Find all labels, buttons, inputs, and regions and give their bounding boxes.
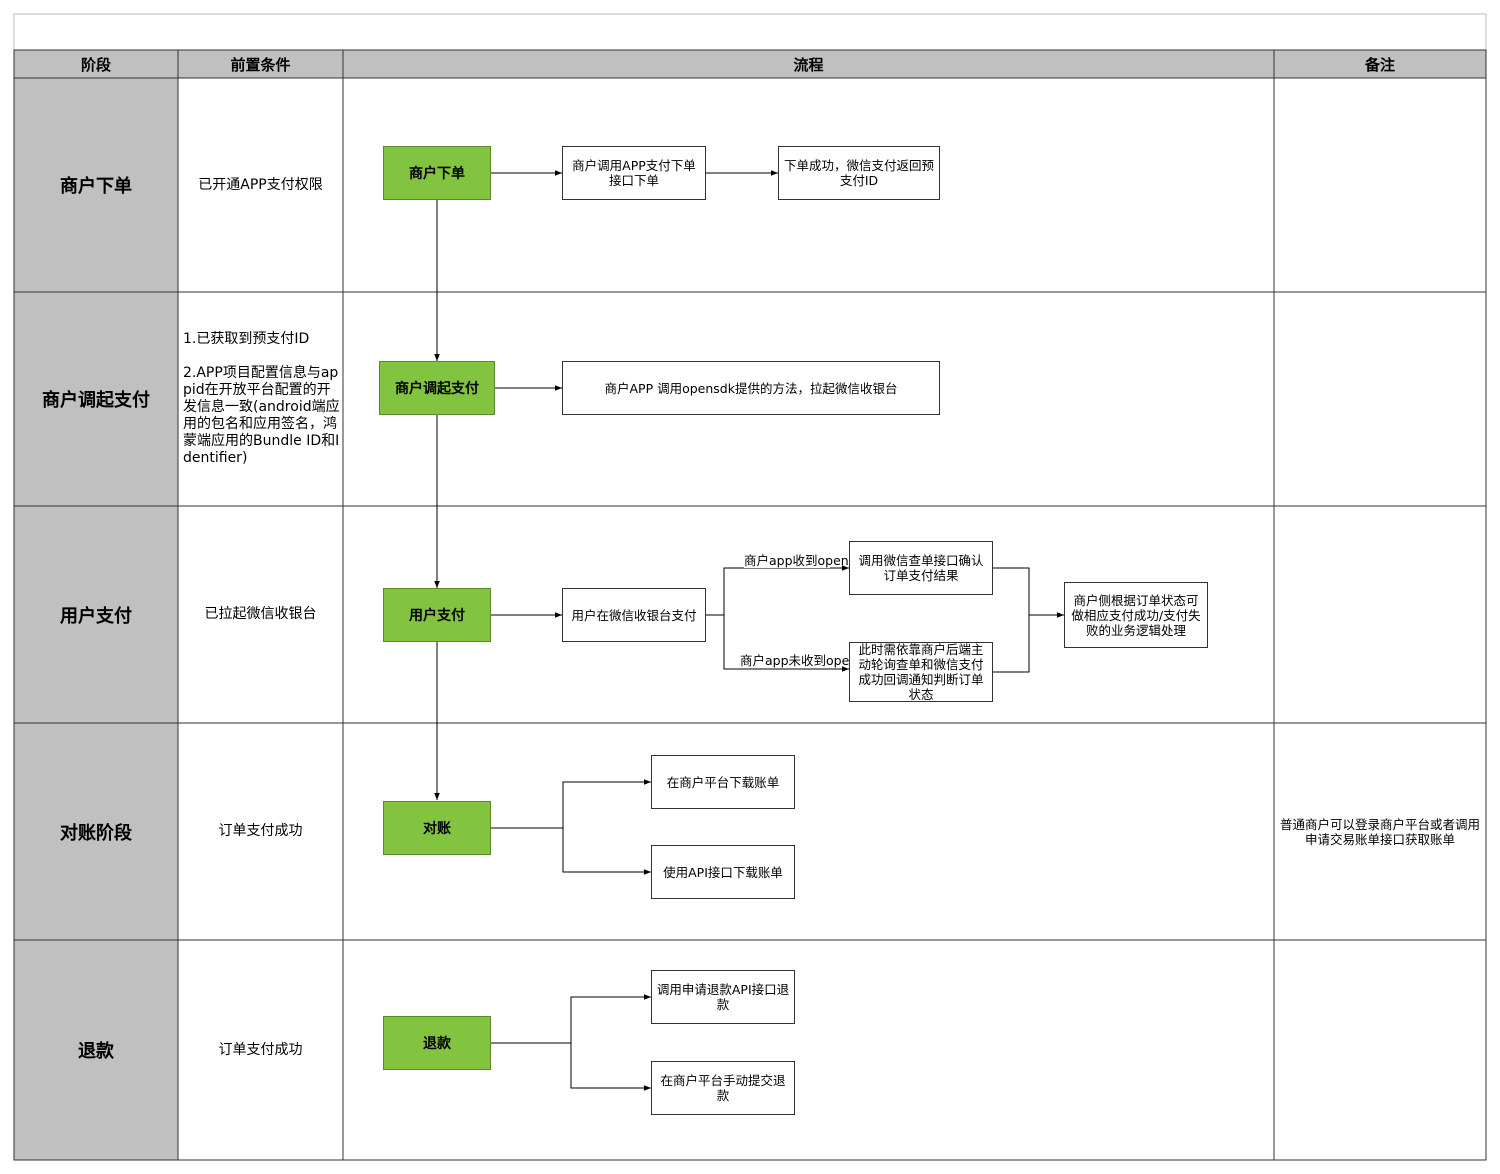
box-invoke-step1: 商户APP 调用opensdk提供的方法，拉起微信收银台 bbox=[562, 361, 940, 415]
remark-reconcile: 普通商户可以登录商户平台或者调用申请交易账单接口获取账单 bbox=[1280, 816, 1481, 847]
header-precondition: 前置条件 bbox=[230, 55, 291, 74]
label-callback-received: 商户app收到opensdk回调 bbox=[744, 553, 896, 568]
header-flow: 流程 bbox=[793, 55, 824, 74]
precondition-invoke-line2: 2.APP项目配置信息与appid在开放平台配置的开发信息一致(android端… bbox=[183, 365, 340, 466]
box-pay-result: 商户侧根据订单状态可做相应支付成功/支付失败的业务逻辑处理 bbox=[1064, 582, 1208, 648]
stage-order: 商户下单 bbox=[60, 176, 132, 197]
arrow-refund-opt1 bbox=[570, 994, 651, 1043]
table-border bbox=[13, 49, 1487, 1161]
stage-refund: 退款 bbox=[78, 1041, 114, 1062]
arrow-refund-opt2 bbox=[570, 1043, 651, 1091]
precondition-refund: 订单支付成功 bbox=[218, 1041, 303, 1058]
box-order-step1: 商户调用APP支付下单接口下单 bbox=[562, 146, 706, 200]
arrow-query-to-result bbox=[993, 567, 1064, 618]
box-pay-query: 调用微信查单接口确认订单支付结果 bbox=[849, 541, 993, 595]
box-reconcile-opt2: 使用API接口下载账单 bbox=[651, 845, 795, 899]
arrow-pay-received bbox=[706, 565, 849, 616]
stage-pay: 用户支付 bbox=[60, 605, 132, 627]
precondition-order: 已开通APP支付权限 bbox=[198, 176, 323, 193]
box-refund-opt2: 在商户平台手动提交退款 bbox=[651, 1061, 795, 1115]
stage-reconcile: 对账阶段 bbox=[60, 822, 132, 844]
arrow-reconcile-opt2 bbox=[562, 828, 651, 875]
box-pay-step1: 用户在微信收银台支付 bbox=[562, 588, 706, 642]
box-refund-opt1: 调用申请退款API接口退款 bbox=[651, 970, 795, 1024]
main-box-reconcile: 对账 bbox=[383, 801, 491, 855]
main-box-order: 商户下单 bbox=[383, 146, 491, 200]
header-row-bg bbox=[13, 49, 1487, 79]
precondition-invoke: 1.已获取到预支付ID 2.APP项目配置信息与appid在开放平台配置的开发信… bbox=[178, 292, 343, 506]
main-box-refund: 退款 bbox=[383, 1016, 491, 1070]
precondition-reconcile: 订单支付成功 bbox=[218, 823, 303, 839]
arrow-reconcile-opt1 bbox=[562, 779, 651, 828]
main-box-invoke: 商户调起支付 bbox=[379, 361, 495, 415]
header-stage: 阶段 bbox=[80, 55, 111, 74]
line-poll-to-result bbox=[993, 615, 1030, 673]
box-reconcile-opt1: 在商户平台下载账单 bbox=[651, 755, 795, 809]
title-bar bbox=[13, 13, 1487, 51]
arrow-pay-not-received bbox=[723, 615, 849, 672]
precondition-invoke-line1: 1.已获取到预支付ID bbox=[183, 331, 310, 347]
main-box-pay: 用户支付 bbox=[383, 588, 491, 642]
header-remark: 备注 bbox=[1364, 55, 1395, 74]
stage-invoke: 商户调起支付 bbox=[42, 390, 150, 411]
label-callback-not-received: 商户app未收到opensdk回调 bbox=[740, 653, 904, 668]
box-pay-poll: 此时需依靠商户后端主动轮询查单和微信支付成功回调通知判断订单状态 bbox=[849, 642, 993, 702]
box-order-step2: 下单成功，微信支付返回预支付ID bbox=[778, 146, 940, 200]
precondition-pay: 已拉起微信收银台 bbox=[204, 606, 317, 622]
